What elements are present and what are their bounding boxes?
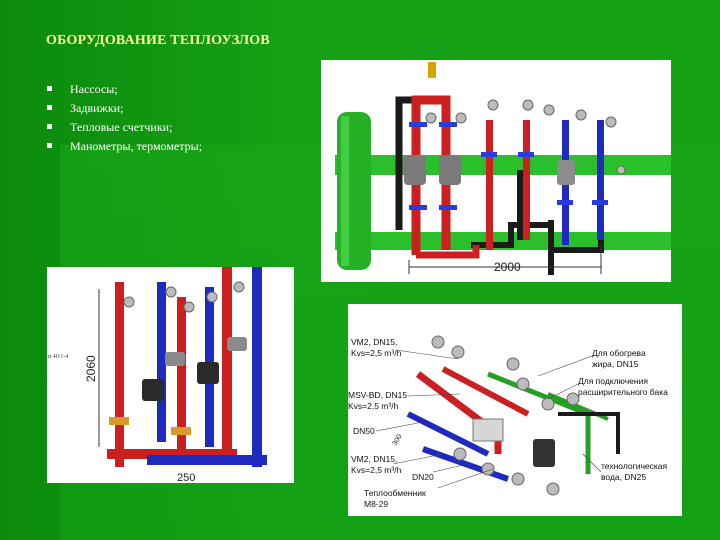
heat-exchanger-label-1: Теплообменник: [364, 488, 426, 498]
dn50-label: DN50: [353, 426, 375, 436]
bullet-square-icon: [47, 86, 52, 91]
heat-exchanger-label-2: M8-29: [364, 499, 388, 509]
dimension-label: 2000: [494, 260, 521, 274]
expansion-label-2: расширительного бака: [578, 387, 668, 397]
heating-unit-image-2: 2060 250: [47, 267, 294, 483]
vm2-bottom-label-1: VM2, DN15,: [351, 454, 397, 464]
bullet-text: Манометры, термометры;: [70, 139, 203, 153]
bullet-text: Нассосы;: [70, 82, 118, 96]
heating-unit-image-1: 2000: [321, 60, 671, 282]
heating-label-2: жира, DN15: [592, 359, 639, 369]
slide-title: ОБОРУДОВАНИЕ ТЕПЛОУЗЛОВ: [46, 33, 270, 48]
bullet-text: Задвижки;: [70, 101, 124, 115]
vm2-top-label-1: VM2, DN15,: [351, 337, 397, 347]
bullet-square-icon: [47, 143, 52, 148]
dn20-label: DN20: [412, 472, 434, 482]
piping-diagram-3: VM2, DN15, Kvs=2,5 m³/h MSV-BD, DN15 Kvs…: [348, 335, 668, 509]
bullet-square-icon: [47, 105, 52, 110]
tech-water-label-1: технологическая: [601, 461, 667, 471]
msv-label-2: Kvs=2,5 m³/h: [348, 401, 399, 411]
dimension-vertical-label: 2060: [84, 355, 98, 382]
heat-exchanger-diagram: VM2, DN15, Kvs=2,5 m³/h MSV-BD, DN15 Kvs…: [348, 304, 682, 516]
msv-label-1: MSV-BD, DN15: [348, 390, 407, 400]
piping-diagram-2: 2060 250: [84, 267, 267, 483]
bullet-item: Манометры, термометры;: [46, 137, 202, 156]
vm2-top-label-2: Kvs=2,5 m³/h: [351, 348, 402, 358]
piping-diagram-1: 2000: [335, 62, 671, 275]
bullet-square-icon: [47, 124, 52, 129]
dimension-bottom-label: 250: [177, 472, 195, 483]
bullet-list: Нассосы; Задвижки; Тепловые счетчики; Ма…: [46, 80, 202, 156]
dimension-300-label: 300: [392, 433, 404, 447]
expansion-label-1: Для подключения: [578, 376, 648, 386]
heating-label-1: Для обогрева: [592, 348, 646, 358]
bullet-item: Тепловые счетчики;: [46, 118, 202, 137]
bullet-item: Задвижки;: [46, 99, 202, 118]
bullet-text: Тепловые счетчики;: [70, 120, 173, 134]
tech-water-label-2: вода, DN25: [601, 472, 646, 482]
bullet-item: Нассосы;: [46, 80, 202, 99]
vm2-bottom-label-2: Kvs=2,5 m³/h: [351, 465, 402, 475]
stray-label: и 40/1-4: [48, 354, 69, 360]
